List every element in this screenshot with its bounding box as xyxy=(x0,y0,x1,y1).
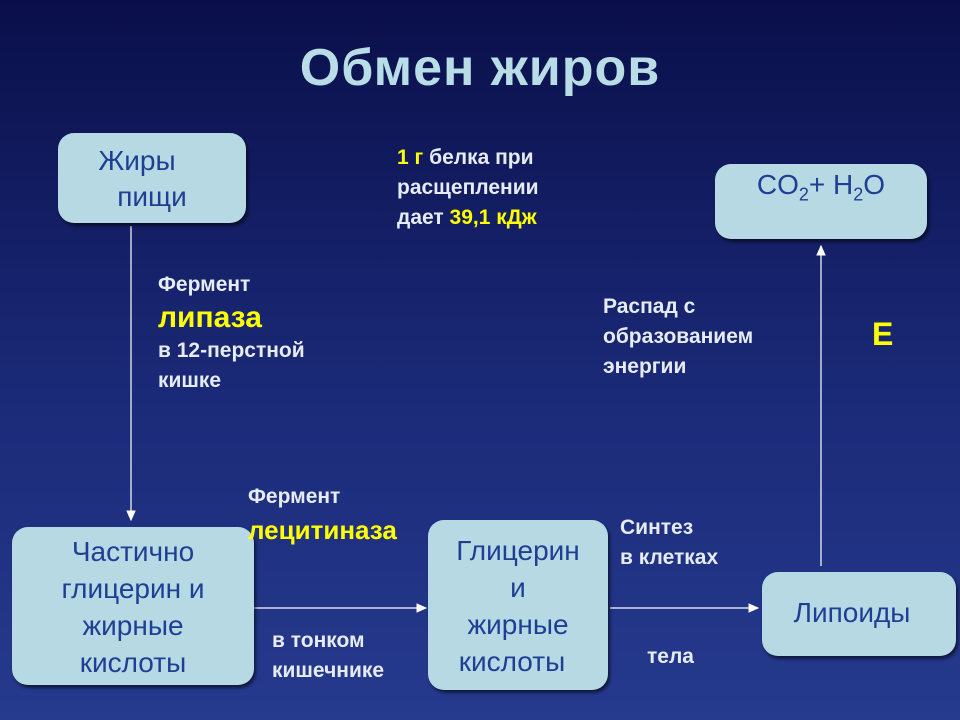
formula-plus-h: + H xyxy=(808,169,854,200)
node-co2-h2o: CO2+ H2O xyxy=(715,164,927,239)
energy-note: 1 г белка при расщеплении дает 39,1 кДж xyxy=(397,143,539,233)
synthesis-line: Синтез xyxy=(620,516,694,539)
lecithinase-enzyme: лецитиназа xyxy=(248,515,397,545)
energy-symbol: Е xyxy=(872,316,894,352)
formula-co: CO xyxy=(756,169,799,200)
lipase-line: Фермент xyxy=(158,273,251,296)
node-label: Глицерин xyxy=(456,535,580,566)
synthesis-line: в клетках xyxy=(620,546,719,569)
formula-o: O xyxy=(863,169,886,200)
lipase-enzyme: липаза xyxy=(158,301,262,334)
energy-note-text: дает xyxy=(397,206,450,229)
node-label: жирные xyxy=(82,610,184,641)
node-label: глицерин и xyxy=(61,573,205,604)
node-lipoids: Липоиды xyxy=(762,572,956,656)
node-label: кислоты xyxy=(458,646,566,677)
energy-note-value: 39,1 кДж xyxy=(449,206,537,229)
lipase-label: Фермент липаза в 12-перстной кишке xyxy=(158,270,305,396)
body-label: тела xyxy=(647,645,694,668)
node-label: пищи xyxy=(117,181,187,212)
node-label: Жиры xyxy=(98,145,176,176)
lecithinase-line: Фермент xyxy=(248,485,341,508)
node-label: кислоты xyxy=(79,647,187,678)
small-intestine-label: в тонком кишечнике xyxy=(272,626,384,686)
breakdown-line: Распад с xyxy=(603,295,696,318)
energy-note-text: белка при xyxy=(423,146,534,169)
formula-sub: 2 xyxy=(853,184,864,205)
energy-note-amount: 1 г xyxy=(397,146,424,169)
breakdown-line: энергии xyxy=(603,355,687,378)
breakdown-label: Распад с образованием энергии xyxy=(603,292,753,382)
node-label: Липоиды xyxy=(793,597,911,628)
lipase-line: в 12-перстной xyxy=(158,339,305,362)
energy-note-text: расщеплении xyxy=(397,176,539,199)
small-intestine-line: кишечнике xyxy=(272,659,385,682)
breakdown-line: образованием xyxy=(603,325,754,348)
node-glycerin-fatty-acids: Глицерин и жирные кислоты xyxy=(428,520,608,690)
small-intestine-line: в тонком xyxy=(272,629,365,652)
formula-sub: 2 xyxy=(798,184,809,205)
node-label: жирные xyxy=(467,609,569,640)
node-partial-hydrolysis: Частично глицерин и жирные кислоты xyxy=(12,527,254,685)
page-title: Обмен жиров xyxy=(299,39,661,97)
lipase-line: кишке xyxy=(158,369,222,392)
synthesis-label: Синтез в клетках xyxy=(620,513,718,573)
lecithinase-label: Фермент лецитиназа xyxy=(248,482,397,548)
node-label: и xyxy=(510,572,526,603)
node-dietary-fats: Жиры пищи xyxy=(58,133,246,223)
node-label: Частично xyxy=(71,536,195,567)
